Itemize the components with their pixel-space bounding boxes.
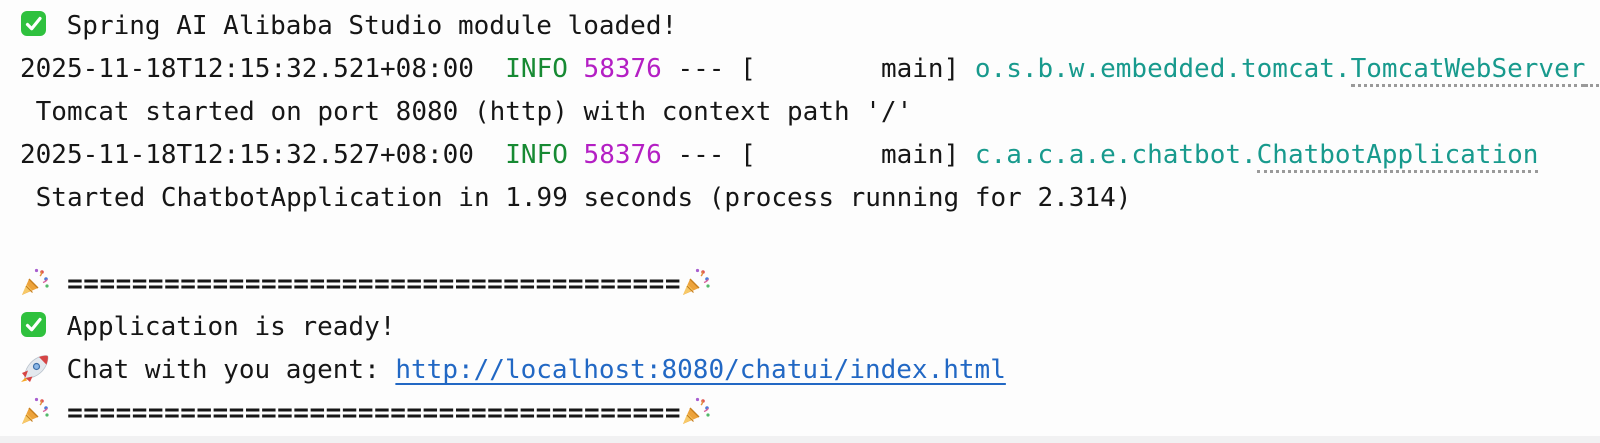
banner-separator-top: ====================================== [20,263,1600,306]
separator-equals: ====================================== [51,398,681,428]
app-ready-line: Application is ready! [20,306,1600,349]
logger-class-pad [1585,54,1600,87]
app-ready-text: Application is ready! [51,312,396,342]
banner-separator-bottom: ====================================== [20,392,1600,435]
window-bottom-edge [0,436,1600,443]
log-line-chatbot-header: 2025-11-18T12:15:32.527+08:00 INFO 58376… [20,134,1600,177]
thread-field: --- [ main] [661,140,975,170]
log-line-tomcat-header: 2025-11-18T12:15:32.521+08:00 INFO 58376… [20,48,1600,91]
process-id: 58376 [567,54,662,84]
timestamp: 2025-11-18T12:15:32.527+08:00 [20,140,506,170]
logger-class-link[interactable]: ChatbotApplication [1256,140,1539,173]
separator-equals: ====================================== [51,269,681,299]
chat-agent-line: Chat with you agent: http://localhost:80… [20,349,1600,392]
logger-class-link[interactable]: TomcatWebServer [1350,54,1586,87]
module-loaded-text: Spring AI Alibaba Studio module loaded! [51,11,678,41]
check-mark-icon [20,9,51,39]
logger-package: o.s.b.w.embedded.tomcat. [974,54,1351,84]
log-message: Started ChatbotApplication in 1.99 secon… [20,183,1132,213]
party-popper-icon [681,396,712,426]
thread-field: --- [ main] [661,54,975,84]
process-id: 58376 [567,140,662,170]
log-line-module-loaded: Spring AI Alibaba Studio module loaded! [20,5,1600,48]
check-mark-icon [20,310,51,340]
log-line-chatbot-message: Started ChatbotApplication in 1.99 secon… [20,177,1600,220]
empty-line [20,220,1600,263]
timestamp: 2025-11-18T12:15:32.521+08:00 [20,54,506,84]
log-message: Tomcat started on port 8080 (http) with … [20,97,913,127]
party-popper-icon [20,396,51,426]
log-line-tomcat-message: Tomcat started on port 8080 (http) with … [20,91,1600,134]
logger-package: c.a.c.a.e.chatbot. [974,140,1257,170]
party-popper-icon [681,267,712,297]
log-level: INFO [505,140,568,170]
chat-url-link[interactable]: http://localhost:8080/chatui/index.html [395,355,1006,385]
rocket-icon [20,353,51,383]
chat-agent-label: Chat with you agent: [51,355,396,385]
log-level: INFO [505,54,568,84]
party-popper-icon [20,267,51,297]
